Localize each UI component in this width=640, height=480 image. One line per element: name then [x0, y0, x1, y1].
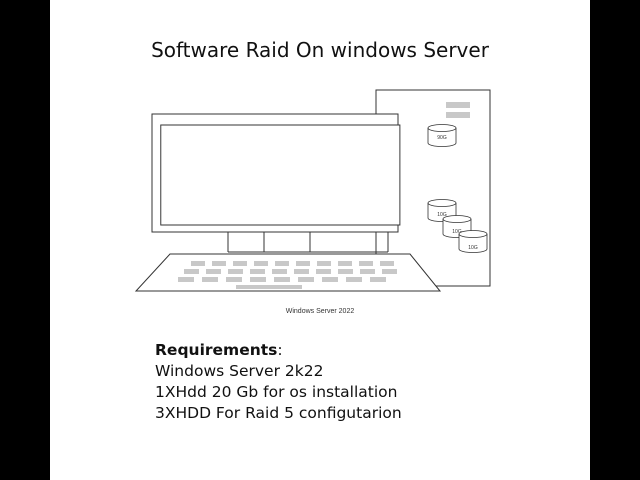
keyboard-key-18 — [338, 269, 353, 274]
slide: Software Raid On windows Server 90G 10G … — [50, 0, 590, 480]
keyboard-key-13 — [228, 269, 243, 274]
keyboard-keys — [178, 261, 397, 289]
keyboard-key-28 — [346, 277, 362, 282]
keyboard-key-23 — [226, 277, 242, 282]
keyboard-key-1 — [191, 261, 205, 266]
keyboard-key-29 — [370, 277, 386, 282]
keyboard-key-21 — [178, 277, 194, 282]
raid-disk-3-label: 10G — [468, 245, 478, 251]
keyboard-key-25 — [274, 277, 290, 282]
diagram-caption: Windows Server 2022 — [285, 308, 355, 315]
diagram-title: Software Raid On windows Server — [151, 38, 489, 62]
keyboard-key-17 — [316, 269, 331, 274]
tower-slot-1 — [446, 102, 470, 108]
keyboard-key-12 — [206, 269, 221, 274]
requirement-line-2: 1XHdd 20 Gb for os installation — [155, 383, 398, 401]
requirements-heading-line: Requirements: — [155, 340, 402, 361]
keyboard-key-24 — [250, 277, 266, 282]
keyboard-spacebar — [236, 285, 302, 289]
keyboard-key-14 — [250, 269, 265, 274]
monitor — [151, 113, 401, 233]
requirement-line-3: 3XHDD For Raid 5 configutarion — [155, 404, 402, 422]
raid-disk-2-label: 10G — [452, 229, 462, 235]
keyboard-key-2 — [212, 261, 226, 266]
keyboard-key-20 — [382, 269, 397, 274]
keyboard-key-3 — [233, 261, 247, 266]
keyboard-key-10 — [380, 261, 394, 266]
monitor-stand — [227, 232, 389, 253]
keyboard-key-4 — [254, 261, 268, 266]
os-disk-icon: 90G — [427, 124, 457, 147]
requirement-line-1: Windows Server 2k22 — [155, 362, 324, 380]
raid-disk-1-label: 10G — [437, 212, 447, 218]
keyboard-key-27 — [322, 277, 338, 282]
keyboard-key-19 — [360, 269, 375, 274]
keyboard-key-11 — [184, 269, 199, 274]
keyboard-key-22 — [202, 277, 218, 282]
keyboard-key-7 — [317, 261, 331, 266]
server-illustration: 90G 10G 10G 10G — [134, 89, 491, 292]
requirements-heading: Requirements — [155, 341, 278, 359]
keyboard-key-8 — [338, 261, 352, 266]
keyboard-key-6 — [296, 261, 310, 266]
keyboard-key-15 — [272, 269, 287, 274]
keyboard-key-9 — [359, 261, 373, 266]
keyboard — [134, 253, 442, 292]
keyboard-key-26 — [298, 277, 314, 282]
requirements-block: Requirements: Windows Server 2k22 1XHdd … — [155, 340, 402, 424]
tower-slot-2 — [446, 112, 470, 118]
os-disk-label: 90G — [437, 135, 447, 141]
keyboard-key-16 — [294, 269, 309, 274]
raid-disk-3-icon: 10G — [458, 230, 488, 253]
requirements-heading-colon: : — [277, 341, 283, 359]
keyboard-key-5 — [275, 261, 289, 266]
